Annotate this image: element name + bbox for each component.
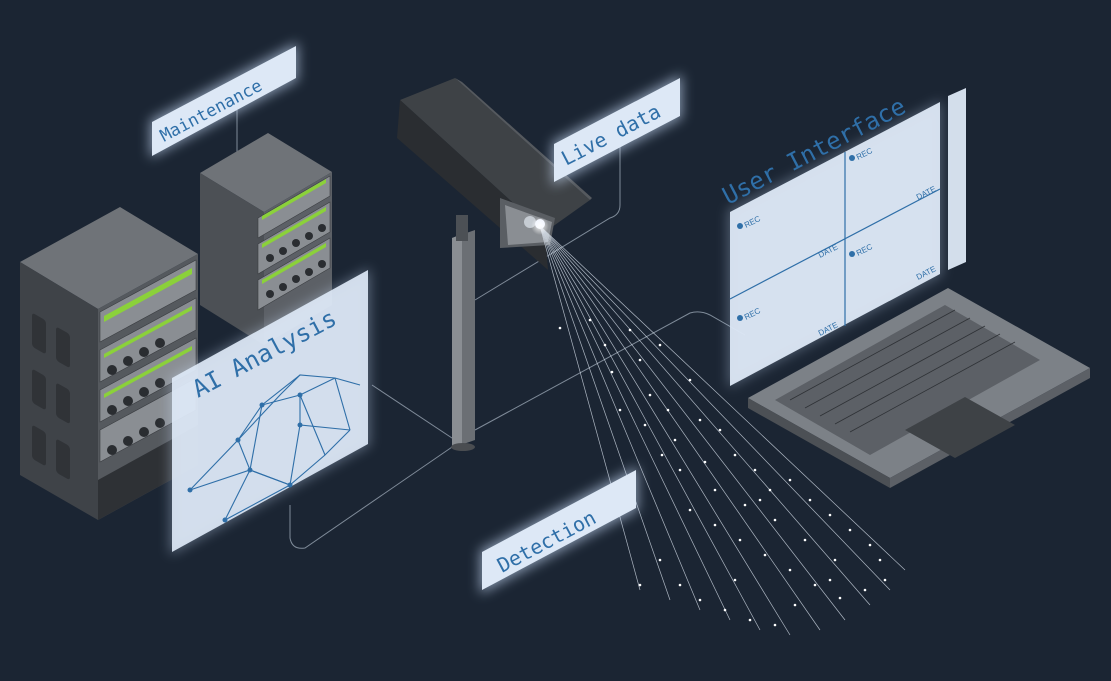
detection-points bbox=[558, 318, 887, 627]
detection-beam bbox=[539, 225, 906, 636]
connector-lines bbox=[236, 110, 746, 549]
live-data-tag: Live data bbox=[552, 74, 682, 186]
detection-tag: Detection bbox=[480, 466, 638, 594]
camera-pole bbox=[451, 215, 475, 451]
lens-glow bbox=[531, 217, 549, 235]
keyboard bbox=[789, 309, 1016, 433]
ui-side-bar bbox=[948, 88, 966, 270]
trackpad bbox=[905, 397, 1015, 458]
server-rack-back bbox=[200, 133, 332, 345]
laptop bbox=[748, 288, 1090, 488]
